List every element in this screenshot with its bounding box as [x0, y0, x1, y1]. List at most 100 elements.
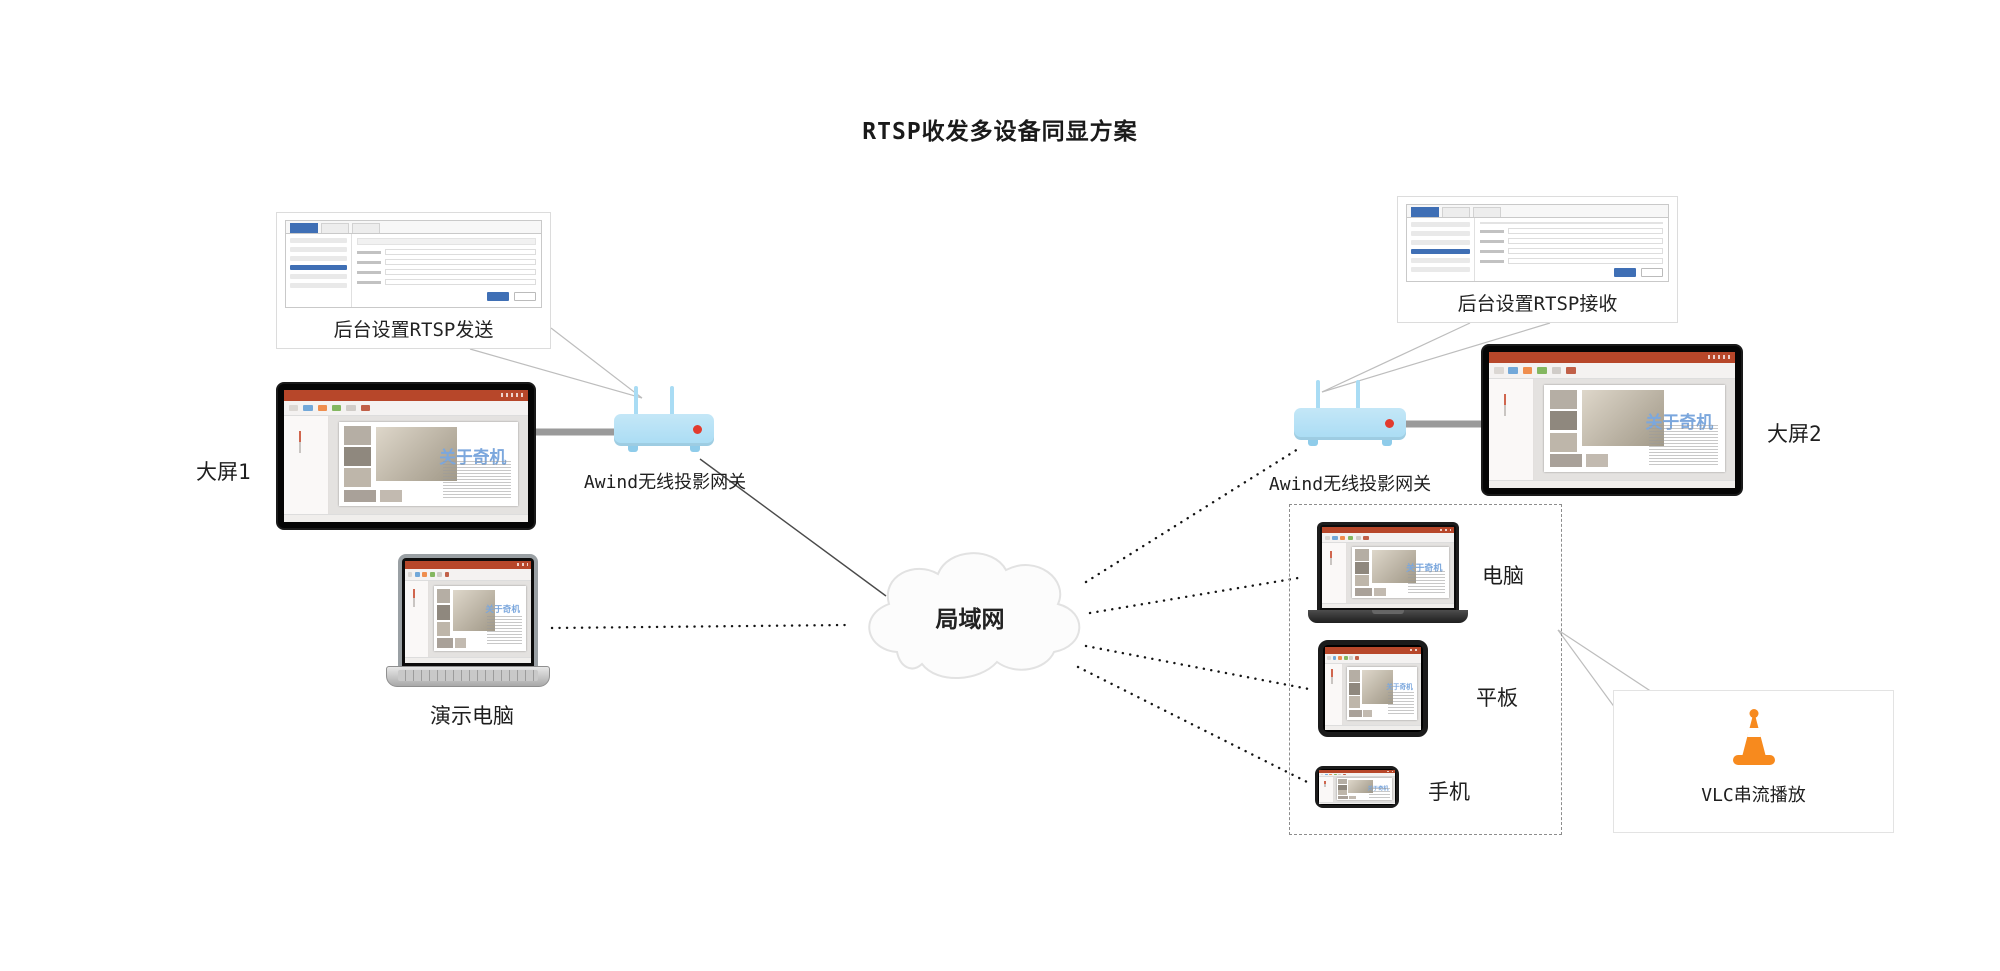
- ribbon-icon: [1355, 536, 1361, 540]
- admin-field: [1479, 258, 1663, 264]
- lan-label: 局域网: [935, 607, 1005, 633]
- keyboard-keys: [398, 670, 538, 681]
- ribbon-icon: [1522, 367, 1533, 374]
- slide-image: [1549, 411, 1577, 431]
- display-screen-1: 关于奇机: [276, 382, 536, 530]
- field-label: [357, 280, 382, 284]
- slide-title-text: 关于奇机: [1406, 564, 1443, 575]
- ppt-statusbar: [1319, 801, 1395, 804]
- admin-screenshot-receive: [1406, 204, 1669, 282]
- ppt-titlebar: [1325, 647, 1421, 654]
- ribbon-icon: [437, 572, 443, 578]
- admin-nav-item: [290, 247, 348, 252]
- admin-field: [1479, 238, 1663, 244]
- field-input: [1507, 228, 1663, 234]
- slide-image: [344, 447, 372, 466]
- lan-cloud: 局域网: [845, 532, 1095, 697]
- admin-tabs: [1407, 205, 1668, 218]
- admin-screenshot-send: [285, 220, 542, 308]
- antenna-icon: [670, 386, 674, 418]
- slide-image: [1349, 683, 1360, 695]
- admin-section-header: [1479, 222, 1663, 224]
- slide-image: [454, 637, 466, 648]
- admin-nav-item: [290, 265, 348, 270]
- ribbon-icon: [444, 572, 450, 578]
- slide-thumbnail: [1330, 669, 1333, 677]
- ppt-statusbar: [1322, 603, 1454, 608]
- ribbon-icon: [1324, 773, 1328, 775]
- router-foot: [690, 446, 700, 452]
- laptop-notch: [1372, 610, 1404, 614]
- ppt-body: 关于奇机: [1322, 543, 1454, 604]
- field-label: [357, 250, 382, 254]
- lan-to-tablet-link: [1084, 644, 1316, 692]
- admin-field: [357, 249, 536, 255]
- admin-form: [352, 234, 541, 307]
- slide-thumbnail: [1503, 405, 1506, 417]
- ppt-window: 关于奇机: [1322, 527, 1454, 608]
- ppt-ribbon: [1319, 772, 1395, 777]
- laptop-to-lan-link: [550, 623, 850, 630]
- slide-thumbnail: [412, 588, 415, 598]
- admin-tabs: [286, 221, 541, 234]
- slide-canvas: 关于奇机: [428, 581, 531, 657]
- ribbon-icon: [1329, 773, 1333, 775]
- slide-paragraph: [1649, 425, 1718, 466]
- slide: 关于奇机: [338, 422, 519, 507]
- receiver-device-group: [1289, 504, 1562, 835]
- ribbon-icon: [1493, 367, 1504, 374]
- admin-field: [1479, 228, 1663, 234]
- ppt-titlebar: [1322, 527, 1454, 534]
- slide-image: [1363, 709, 1372, 718]
- laptop-screen: 关于奇机: [1317, 522, 1459, 610]
- display-screen-2: 关于奇机: [1481, 344, 1743, 496]
- ppt-ribbon: [1322, 533, 1454, 544]
- cancel-button: [1641, 268, 1663, 277]
- antenna-icon: [634, 386, 638, 418]
- router-foot: [1308, 440, 1318, 446]
- ppt-titlebar: [1319, 770, 1395, 773]
- window-controls-icon: [1386, 770, 1394, 772]
- admin-caption-receive: 后台设置RTSP接收: [1457, 293, 1618, 315]
- admin-panel-send: 后台设置RTSP发送: [276, 212, 551, 349]
- admin-buttons: [1480, 268, 1663, 279]
- ppt-titlebar: [1489, 352, 1735, 363]
- window-controls-icon: [501, 392, 524, 397]
- ribbon-icon: [1333, 773, 1337, 775]
- slide-thumbnails: [1322, 543, 1347, 604]
- lan-to-pc-link: [1088, 575, 1306, 615]
- ppt-statusbar: [1325, 725, 1421, 730]
- admin-tab: [1442, 207, 1470, 217]
- slide-thumbnail: [298, 431, 301, 442]
- slide-canvas: 关于奇机: [328, 416, 528, 515]
- cancel-button: [514, 292, 536, 301]
- window-controls-icon: [517, 563, 529, 567]
- slide-thumbnails: [405, 581, 429, 657]
- slide-thumbnails: [1319, 776, 1334, 802]
- ribbon-icon: [317, 404, 328, 412]
- screen2-label: 大屏2: [1767, 422, 1822, 446]
- diagram-title: RTSP收发多设备同显方案: [862, 119, 1138, 145]
- slide-thumbnail: [1323, 781, 1326, 785]
- slide-image: [1338, 784, 1347, 790]
- ribbon-icon: [1551, 367, 1562, 374]
- admin-field: [357, 269, 536, 275]
- lan-to-phone-link: [1076, 665, 1313, 786]
- slide-image: [1338, 790, 1347, 795]
- presenter-laptop: 关于奇机: [386, 554, 550, 687]
- slide-canvas: 关于奇机: [1343, 663, 1421, 726]
- admin-nav-item: [290, 256, 348, 261]
- ribbon-icon: [429, 572, 435, 578]
- ribbon-icon: [1349, 656, 1354, 660]
- field-label: [357, 270, 382, 274]
- field-label: [357, 260, 382, 264]
- field-input: [385, 259, 536, 265]
- slide-image: [1354, 575, 1370, 587]
- ribbon-icon: [331, 404, 342, 412]
- slide-paragraph: [487, 615, 523, 647]
- ppt-titlebar: [405, 561, 531, 570]
- ribbon-icon: [1324, 536, 1330, 540]
- power-led: [693, 425, 702, 434]
- window-controls-icon: [1439, 528, 1452, 532]
- ppt-window: 关于奇机: [1489, 352, 1735, 488]
